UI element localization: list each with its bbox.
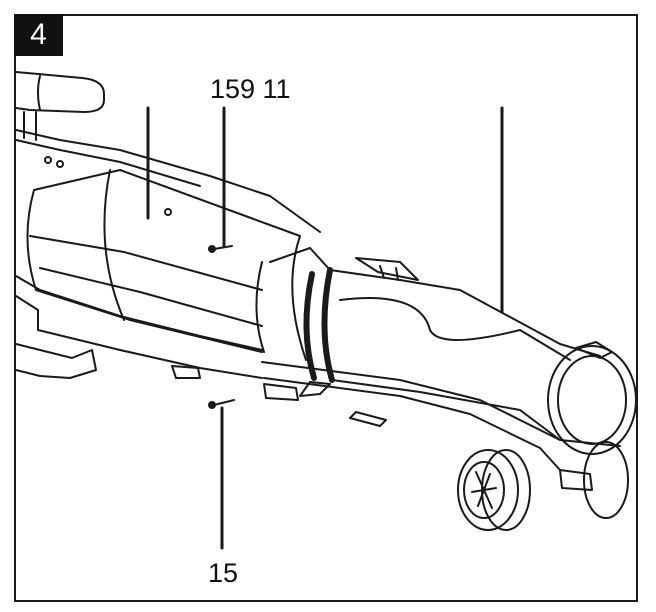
screw-bottom [208, 399, 235, 409]
nozzle-opening [547, 341, 637, 455]
callout-label-bottom: 15 [208, 558, 239, 588]
callout-label-top: 159 11 [210, 74, 291, 104]
handle-drawing [15, 71, 105, 141]
lower-rail [171, 361, 621, 471]
figure-number-badge: 4 [14, 14, 63, 56]
leader-lines [146, 106, 504, 550]
coupling-ring [255, 235, 335, 383]
tube-section-two [329, 257, 601, 441]
engine-housing-drawing [15, 129, 321, 379]
tube-section-one [26, 169, 301, 353]
wheels [457, 441, 629, 531]
screw-top [208, 245, 233, 253]
